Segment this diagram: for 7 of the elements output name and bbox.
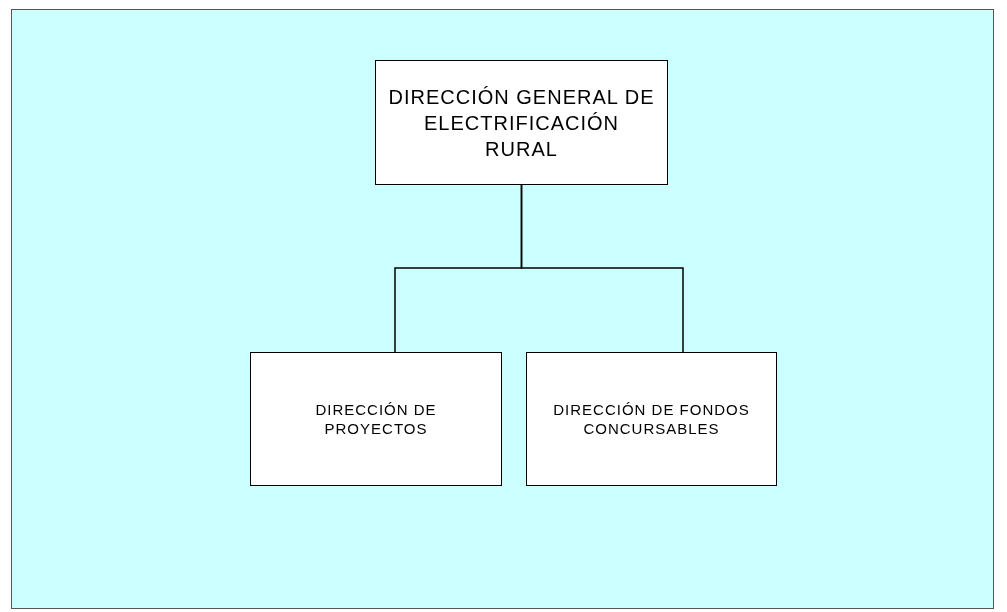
org-box [375,60,668,185]
org-box [250,352,502,486]
box-title: DIRECCIÓN GENERAL DE ELECTRIFICACIÓN RURAL [387,84,656,162]
connector-line [520,184,684,353]
box-title: DIRECCIÓN DE PROYECTOS [314,399,438,439]
box-title: DIRECCIÓN DE FONDOS CONCURSABLES [552,399,751,439]
org-box [526,352,777,486]
